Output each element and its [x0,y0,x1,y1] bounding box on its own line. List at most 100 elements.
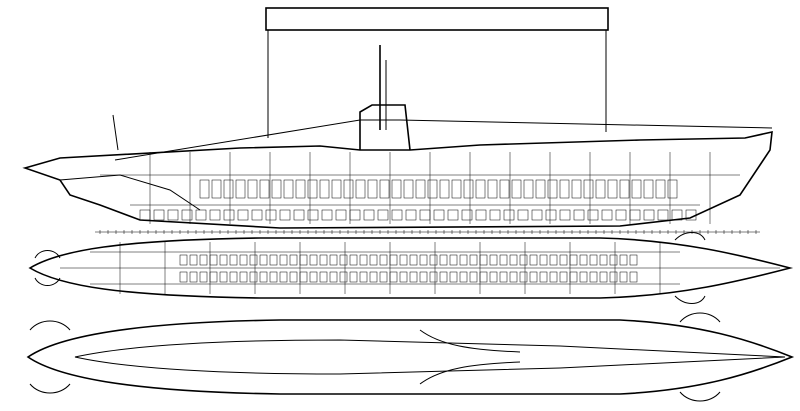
machinery-block [569,254,578,266]
machinery-block [535,179,546,199]
machinery-block [199,254,208,266]
machinery-block [419,271,428,283]
machinery-block [549,271,558,283]
machinery-block [479,271,488,283]
machinery-block [219,271,228,283]
machinery-block [389,254,398,266]
machinery-block [339,254,348,266]
machinery-block [403,179,414,199]
battery-cell [475,209,487,221]
machinery-block [349,271,358,283]
machinery-block [329,271,338,283]
machinery-block [439,271,448,283]
machinery-block [209,254,218,266]
machinery-block [307,179,318,199]
machinery-block [547,179,558,199]
machinery-block [655,179,666,199]
machinery-block [469,271,478,283]
battery-cell [629,209,641,221]
machinery-block [549,254,558,266]
machinery-block [589,254,598,266]
machinery-block [519,254,528,266]
plan-hull-outline [28,237,794,299]
machinery-block [583,179,594,199]
machinery-block [487,179,498,199]
battery-cell [405,209,417,221]
machinery-block [569,271,578,283]
machinery-block [499,179,510,199]
machinery-detail [99,152,757,234]
tower-fairing [419,329,521,385]
battery-cell [433,209,445,221]
machinery-block [279,271,288,283]
machinery-block [629,271,638,283]
battery-cell [643,209,655,221]
machinery-block [571,179,582,199]
deck-plan-view [26,312,795,402]
machinery-block [499,254,508,266]
machinery-block [609,271,618,283]
antenna-frame [265,7,609,31]
battery-cell [601,209,613,221]
machinery-block [199,179,210,199]
machinery-block [289,271,298,283]
machinery-block [329,254,338,266]
machinery-block [409,254,418,266]
machinery-block [463,179,474,199]
battery-cell [335,209,347,221]
machinery-block [369,271,378,283]
machinery-block [379,271,388,283]
stern-planes [674,232,706,304]
battery-cell [265,209,277,221]
machinery-block [449,271,458,283]
machinery-block [379,179,390,199]
battery-cell [293,209,305,221]
battery-cell [153,209,165,221]
machinery-block [599,254,608,266]
machinery-block [629,254,638,266]
machinery-block [389,271,398,283]
battery-cell [671,209,683,221]
machinery-block [211,179,222,199]
machinery-block [359,271,368,283]
machinery-block [539,271,548,283]
machinery-block [249,254,258,266]
machinery-block [283,179,294,199]
machinery-block [427,179,438,199]
machinery-block [259,271,268,283]
conning-tower [359,104,411,151]
machinery-block [631,179,642,199]
machinery-block [419,254,428,266]
battery-cell [349,209,361,221]
machinery-block [643,179,654,199]
machinery-block [579,271,588,283]
machinery-block [559,254,568,266]
battery-cell [615,209,627,221]
battery-cell [279,209,291,221]
machinery-block [269,271,278,283]
battery-cell [657,209,669,221]
machinery-block [667,179,678,199]
machinery-block [529,271,538,283]
dive-planes [29,312,721,402]
machinery-block [529,254,538,266]
machinery-block [589,271,598,283]
machinery-block [559,179,570,199]
machinery-block [409,271,418,283]
machinery-block [367,179,378,199]
machinery-block [415,179,426,199]
machinery-block [459,271,468,283]
bow-mast [112,114,119,151]
machinery-block [449,254,458,266]
machinery-block [179,271,188,283]
battery-cell [181,209,193,221]
machinery-block [619,271,628,283]
machinery-block [295,179,306,199]
machinery-block [219,254,228,266]
machinery-block [523,179,534,199]
machinery-block [309,271,318,283]
side-profile-view [22,7,773,234]
deck-casing [74,339,786,375]
battery-cell [503,209,515,221]
